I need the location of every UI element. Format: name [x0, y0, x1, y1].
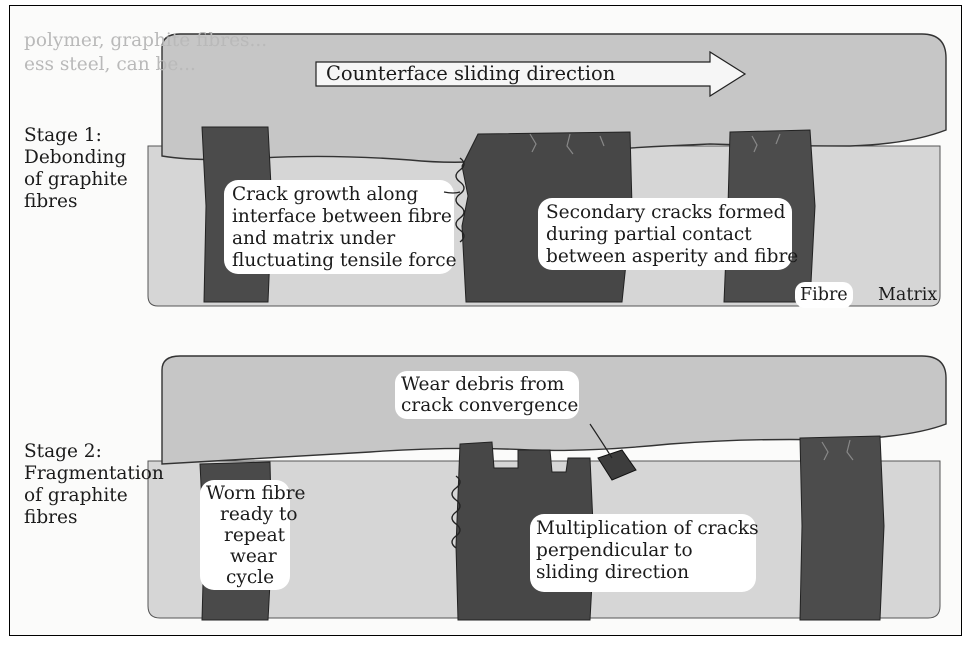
- sliding-direction-label: Counterface sliding direction: [326, 63, 615, 84]
- secondary-cracks-line-1: Secondary cracks formed: [546, 202, 785, 223]
- crack-growth-line-2: interface between fibre: [232, 206, 452, 227]
- wear-debris-line-1: Wear debris from: [401, 374, 564, 395]
- wear-debris-line-2: crack convergence: [401, 395, 578, 416]
- secondary-cracks-line-3: between asperity and fibre: [546, 246, 798, 267]
- multiplication-line-3: sliding direction: [536, 562, 689, 583]
- figure-frame: polymer, graphite fibres... ess steel, c…: [9, 5, 962, 636]
- stage2-heading-line-1: Stage 2:: [24, 441, 102, 463]
- stage2-heading-line-4: fibres: [24, 507, 77, 529]
- diagram-graphics: [10, 6, 962, 636]
- crack-growth-line-3: and matrix under: [232, 228, 395, 249]
- stage1-heading-line-1: Stage 1:: [24, 125, 102, 147]
- stage1-heading-line-2: Debonding: [24, 147, 126, 169]
- multiplication-line-2: perpendicular to: [536, 540, 693, 561]
- worn-fibre-line-4: wear: [230, 546, 277, 567]
- worn-fibre-line-5: cycle: [226, 567, 274, 588]
- fibre-label: Fibre: [800, 285, 848, 306]
- secondary-cracks-line-2: during partial contact: [546, 224, 752, 245]
- worn-fibre-line-2: ready to: [220, 504, 298, 525]
- crack-growth-line-1: Crack growth along: [232, 184, 418, 205]
- bg-text-line-2: ess steel, can be...: [24, 54, 196, 75]
- crack-growth-line-4: fluctuating tensile force: [232, 250, 457, 271]
- worn-fibre-line-3: repeat: [224, 525, 285, 546]
- worn-fibre-line-1: Worn fibre: [206, 483, 306, 504]
- bg-text-line-1: polymer, graphite fibres...: [24, 30, 267, 51]
- stage1-heading-line-3: of graphite: [24, 169, 128, 191]
- multiplication-line-1: Multiplication of cracks: [536, 518, 759, 539]
- stage2-heading-line-3: of graphite: [24, 485, 128, 507]
- stage2-heading-line-2: Fragmentation: [24, 463, 164, 485]
- stage2-fibre-right: [800, 436, 884, 620]
- matrix-label: Matrix: [878, 285, 937, 306]
- stage1-heading-line-4: fibres: [24, 191, 77, 213]
